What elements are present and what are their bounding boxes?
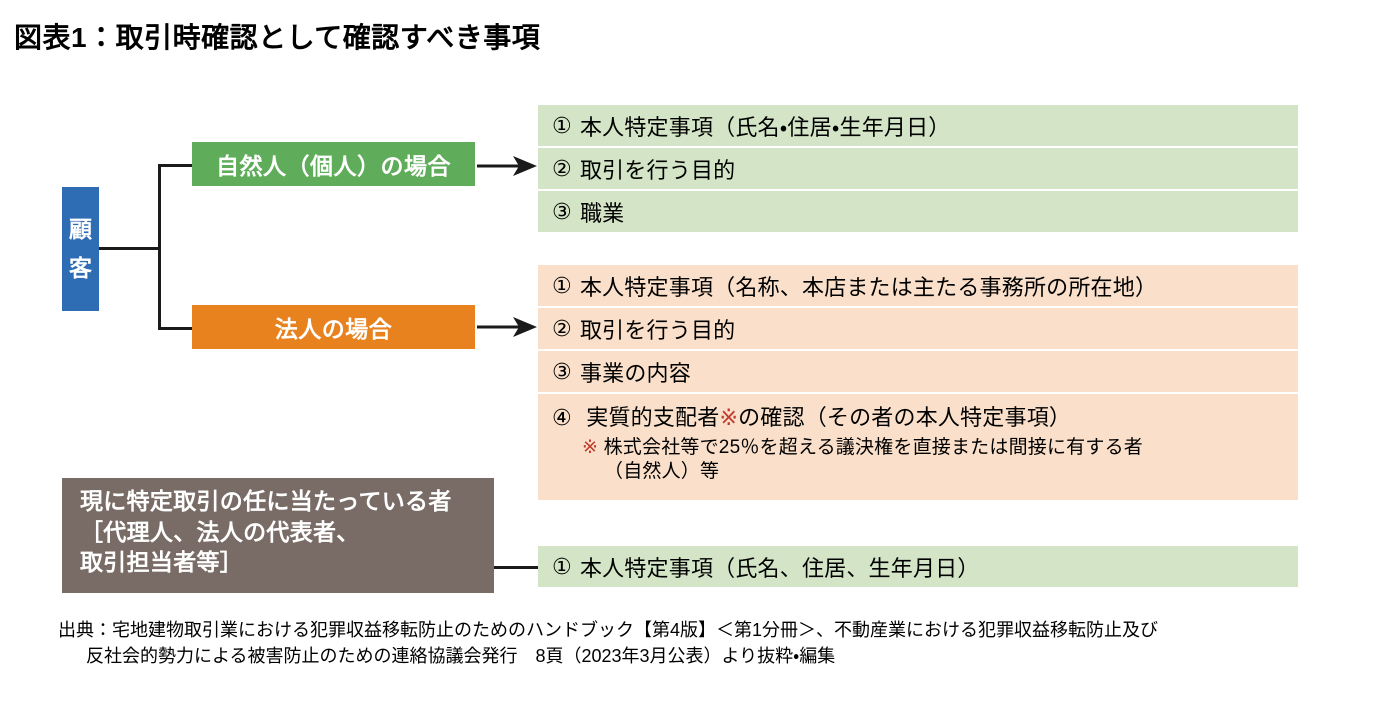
category-label-natural-person: 自然人（個人）の場合: [216, 153, 451, 179]
requirement-text-before-mark: 実質的支配者: [586, 405, 720, 430]
agent-box: 現に特定取引の任に当たっている者 ［代理人、法人の代表者、 取引担当者等］: [62, 478, 494, 593]
page-title: 図表1：取引時確認として確認すべき事項: [14, 22, 541, 53]
requirement-text: 事業の内容: [579, 360, 691, 386]
category-box-corporation: 法人の場合: [192, 305, 475, 349]
requirement-text: 取引を行う目的: [579, 157, 736, 183]
category-box-natural-person: 自然人（個人）の場合: [192, 142, 475, 186]
requirement-row-natural-1: ① 本人特定事項（氏名・住居・生年月日）: [538, 105, 1298, 146]
requirement-number: ②: [552, 155, 572, 181]
requirement-row-natural-2: ② 取引を行う目的: [538, 148, 1298, 189]
customer-label-char-2: 客: [69, 255, 92, 281]
requirement-number: ③: [552, 198, 572, 224]
connector-agent-to-requirement: [494, 566, 544, 569]
connector-vertical-bracket: [158, 164, 161, 330]
requirement-row-corporation-2: ② 取引を行う目的: [538, 308, 1298, 349]
customer-label-char-1: 顧: [69, 216, 92, 242]
requirement-text: 本人特定事項（氏名、住居、生年月日）: [579, 555, 980, 581]
requirement-text: 本人特定事項（名称、本店または主たる事務所の所在地）: [579, 274, 1158, 300]
footnote-mark-icon: ※: [582, 436, 599, 458]
reference-mark-icon: ※: [719, 405, 739, 430]
requirement-text: 本人特定事項（氏名・住居・生年月日）: [579, 114, 951, 140]
requirement-number: ②: [552, 315, 572, 341]
customer-box: 顧 客: [62, 187, 99, 311]
requirement-number: ④: [552, 405, 572, 430]
source-line-1: 出典：宅地建物取引業における犯罪収益移転防止のためのハンドブック【第4版】＜第1…: [58, 620, 1159, 640]
requirement-number: ①: [552, 112, 572, 138]
connector-customer-stem: [99, 247, 161, 250]
agent-line-1: 現に特定取引の任に当たっている者: [80, 488, 452, 514]
requirement-text: 職業: [579, 200, 625, 226]
requirement-footnote: ※ 株式会社等で25％を超える議決権を直接または間接に有する者 （自然人）等: [552, 436, 1298, 485]
requirement-row-corporation-1: ① 本人特定事項（名称、本店または主たる事務所の所在地）: [538, 265, 1298, 306]
category-label-corporation: 法人の場合: [274, 316, 393, 342]
requirement-number: ③: [552, 358, 572, 384]
source-note: 出典：宅地建物取引業における犯罪収益移転防止のためのハンドブック【第4版】＜第1…: [58, 617, 1158, 669]
requirement-number: ①: [552, 272, 572, 298]
agent-line-3: 取引担当者等］: [80, 549, 244, 576]
requirement-number: ①: [552, 553, 572, 579]
requirement-main-line: ④ 実質的支配者※の確認（その者の本人特定事項）: [552, 404, 1298, 432]
requirement-row-corporation-3: ③ 事業の内容: [538, 351, 1298, 392]
requirement-row-agent-1: ① 本人特定事項（氏名、住居、生年月日）: [538, 546, 1298, 587]
source-line-2: 反社会的勢力による被害防止のための連絡協議会発行 8頁（2023年3月公表）より…: [86, 646, 836, 667]
arrow-natural-person: [477, 155, 539, 177]
connector-branch-natural: [158, 164, 194, 167]
agent-line-2: ［代理人、法人の代表者、: [80, 518, 360, 545]
arrow-corporation: [477, 316, 539, 338]
requirement-text-after-mark: の確認（その者の本人特定事項）: [738, 405, 1072, 430]
footnote-line-1: 株式会社等で25％を超える議決権を直接または間接に有する者: [603, 436, 1143, 458]
requirement-text: 取引を行う目的: [579, 317, 736, 343]
connector-branch-corporation: [158, 327, 194, 330]
requirement-row-natural-3: ③ 職業: [538, 191, 1298, 232]
footnote-line-2: （自然人）等: [604, 461, 720, 483]
requirement-row-corporation-4: ④ 実質的支配者※の確認（その者の本人特定事項） ※ 株式会社等で25％を超える…: [538, 394, 1298, 500]
